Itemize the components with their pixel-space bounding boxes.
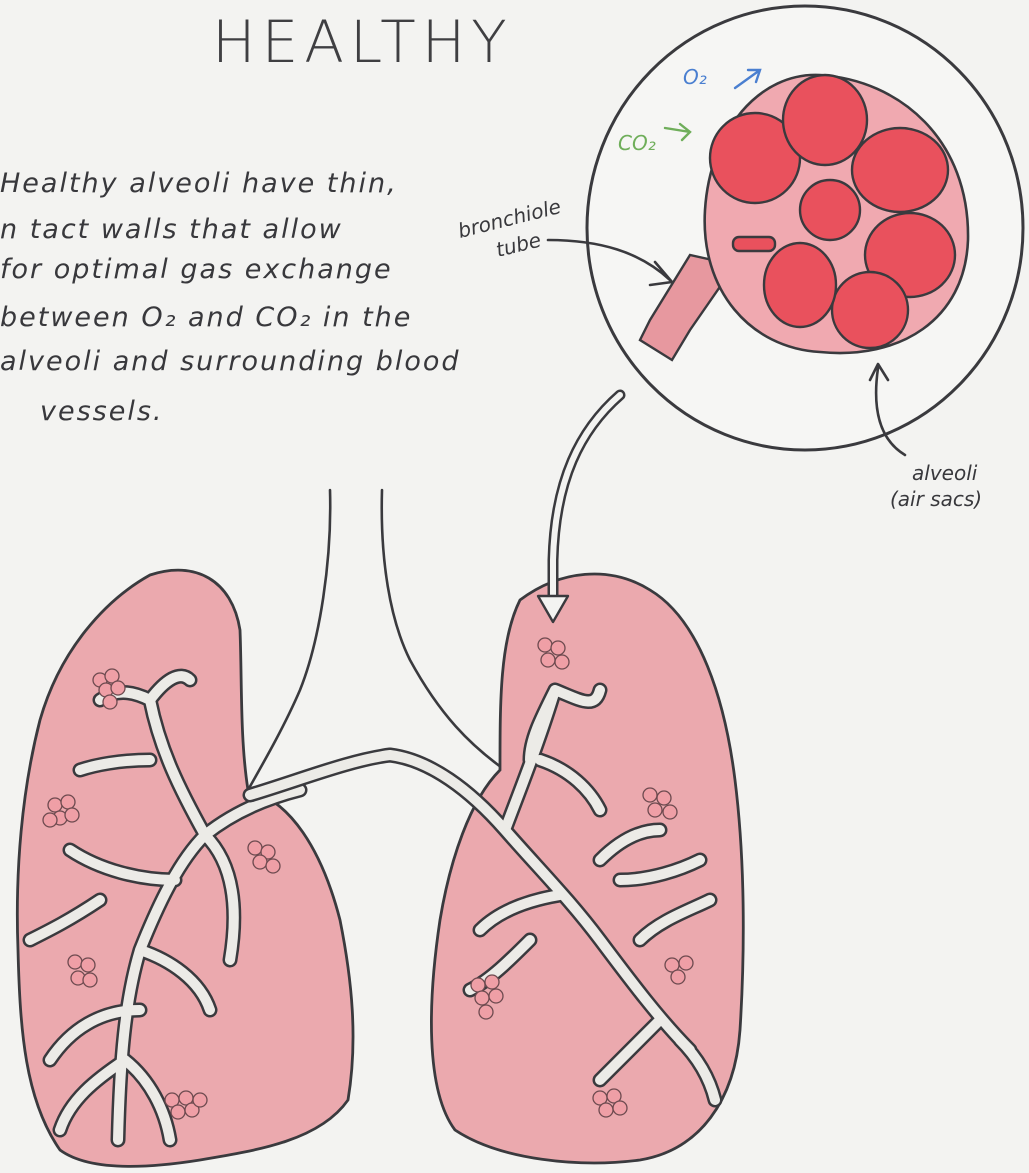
diagram-title: HEALTHY [212,8,513,76]
o2-label: O₂ [683,65,707,89]
description-text: Healthy alveoli have thin, n tact walls … [0,168,461,427]
co2-label: CO₂ [618,131,656,155]
magnified-alveoli-view: O₂ CO₂ [587,6,1023,450]
description-line-5: alveoli and surrounding blood [0,346,461,377]
description-line-3: for optimal gas exchange [0,254,393,285]
left-lung [17,570,353,1166]
description-line-4: between O₂ and CO₂ in the [0,302,412,333]
trachea [248,490,505,790]
description-line-2: n tact walls that allow [0,214,343,245]
description-line-1: Healthy alveoli have thin, [0,168,398,199]
description-line-6: vessels. [40,396,164,427]
alveoli-label-line-2: (air sacs) [890,487,982,511]
alveoli-label-line-1: alveoli [912,461,978,485]
